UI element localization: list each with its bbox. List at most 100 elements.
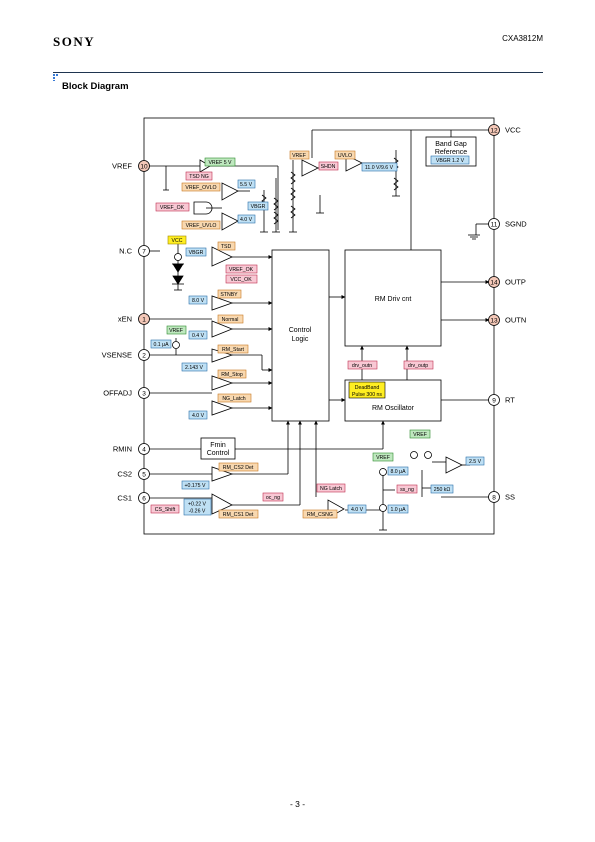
sony-logo: SONY [53, 34, 96, 49]
tag-stnby: STNBY [220, 292, 238, 298]
pin-outp-label: OUTP [505, 278, 526, 287]
tag-oc-ng: oc_ng [266, 495, 280, 501]
fmin-line2: Control [207, 450, 230, 457]
pin-11-circle [488, 218, 500, 230]
pin-vcc-label: VCC [505, 126, 521, 135]
rm-osc-label: RM Oscillator [372, 405, 415, 412]
part-number: CXA3812M [502, 34, 543, 43]
tag-0v22: +0.22 V [188, 502, 207, 508]
fmin-line1: Fmin [210, 442, 226, 449]
tag-vref-ok-b: VREF_OK [229, 267, 254, 273]
section-marker-icon [53, 74, 58, 81]
control-logic-line2: Logic [292, 336, 309, 343]
tag-vref-ok-a: VREF_OK [160, 205, 185, 211]
rm-oscillator-block [344, 379, 442, 422]
tag-8v0: 8.0 V [192, 298, 205, 304]
pin-7-circle [138, 245, 150, 257]
tag-ng-latch-b: NG Latch [320, 486, 342, 492]
pin-1-num: 1 [142, 317, 146, 324]
pin-14-num: 14 [490, 280, 498, 287]
tag-drv-outn: drv_outn [352, 363, 372, 369]
page-number: - 3 - [289, 799, 306, 809]
tag-rm-cs1-det: RM_CS1 Det [223, 512, 254, 518]
tag-4v0-a: 4.0 V [240, 217, 253, 223]
tag-4v0-c: 4.0 V [351, 507, 364, 513]
tag-1u0a: 1.0 μA [390, 507, 406, 513]
pin-9-circle [488, 394, 500, 406]
pin-outn-label: OUTN [505, 316, 526, 325]
tag-0u1a: 0.1 μA [153, 342, 169, 348]
tag-250k: 250 kΩ [434, 487, 451, 493]
pin-13-num: 13 [490, 318, 498, 325]
pin-ss-label: SS [505, 493, 515, 502]
tag-ng-latch-a: NG_Latch [222, 396, 245, 402]
tag-rm-csng: RM_CSNG [307, 512, 333, 518]
deadband-tag [348, 381, 386, 399]
pin-8-num: 8 [492, 495, 496, 502]
pin-rmin-label: RMIN [113, 445, 132, 454]
pin-sgnd-label: SGND [505, 220, 527, 229]
tag-0v26: -0.26 V [189, 509, 206, 515]
pin-3-num: 3 [142, 391, 146, 398]
pin-13-circle [488, 314, 500, 326]
pin-9-num: 9 [492, 398, 496, 405]
pin-vsense-label: VSENSE [102, 351, 132, 360]
pin-1-circle [138, 313, 150, 325]
pin-3-circle [138, 387, 150, 399]
pin-4-num: 4 [142, 447, 146, 454]
pin-11-num: 11 [491, 222, 498, 229]
tag-vref-ss2: VREF [413, 432, 427, 438]
tag-0v4: 0.4 V [192, 333, 205, 339]
tag-vbgr-a: VBGR [251, 204, 266, 210]
tag-vcc-ok: VCC_OK [230, 277, 252, 283]
bandgap-line1: Band Gap [435, 141, 467, 148]
tag-tsd: TSD [221, 244, 232, 250]
tag-vref-ss1: VREF [376, 455, 390, 461]
tag-2v5: 2.5 V [469, 459, 482, 465]
pin-rt-label: RT [505, 396, 515, 405]
pin-6-num: 6 [142, 496, 146, 503]
tag-8u0a: 8.0 μA [390, 469, 406, 475]
deadband-line1: DeadBand [355, 385, 380, 391]
pin-vref-label: VREF [112, 162, 132, 171]
tag-ss-ng: ss_ng [400, 487, 414, 493]
tag-vref-uvlo: VREF_UVLO [186, 223, 217, 229]
tag-rm-start: RM_Start [222, 347, 244, 353]
pin-6-circle [138, 492, 150, 504]
tag-vref-top: VREF [292, 153, 306, 159]
pin-offadj-label: OFFADJ [103, 389, 132, 398]
tag-0v175: +0.175 V [185, 483, 206, 489]
section-title: Block Diagram [62, 81, 129, 92]
pin-4-circle [138, 443, 150, 455]
tag-vref-ovlo: VREF_OVLO [185, 185, 216, 191]
pin-xen-label: xEN [118, 315, 132, 324]
pin-12-num: 12 [490, 128, 498, 135]
bandgap-tag: VBGR 1.2 V [436, 158, 465, 164]
tag-normal: Normal [222, 317, 239, 323]
control-logic-line1: Control [289, 327, 312, 334]
pin-10-circle [138, 160, 150, 172]
pin-cs2-label: CS2 [117, 470, 132, 479]
tag-rm-stop: RM_Stop [221, 372, 243, 378]
pin-14-circle [488, 276, 500, 288]
rm-driv-block [344, 249, 442, 347]
pin-12-circle [488, 124, 500, 136]
bandgap-line2: Reference [435, 149, 467, 156]
tag-shdn: SHDN [321, 164, 336, 170]
tag-5v5: 5.5 V [240, 182, 253, 188]
pin-10-num: 10 [140, 164, 148, 171]
tag-vref-5v: VREF 5 V [208, 160, 232, 166]
tag-vcc: VCC [172, 238, 183, 244]
pin-5-num: 5 [142, 472, 146, 479]
pin-2-num: 2 [142, 353, 146, 360]
pin-8-circle [488, 491, 500, 503]
tag-uvlo: UVLO [338, 153, 352, 159]
tag-rm-cs2-det: RM_CS2 Det [223, 465, 254, 471]
control-logic-block [271, 249, 330, 422]
tag-drv-outp: drv_outp [408, 363, 428, 369]
header-rule [53, 72, 543, 73]
ic-outline [143, 117, 495, 535]
deadband-line2: Pulse 300 ns [352, 392, 382, 398]
rm-driv-label: RM Driv cnt [375, 296, 412, 303]
